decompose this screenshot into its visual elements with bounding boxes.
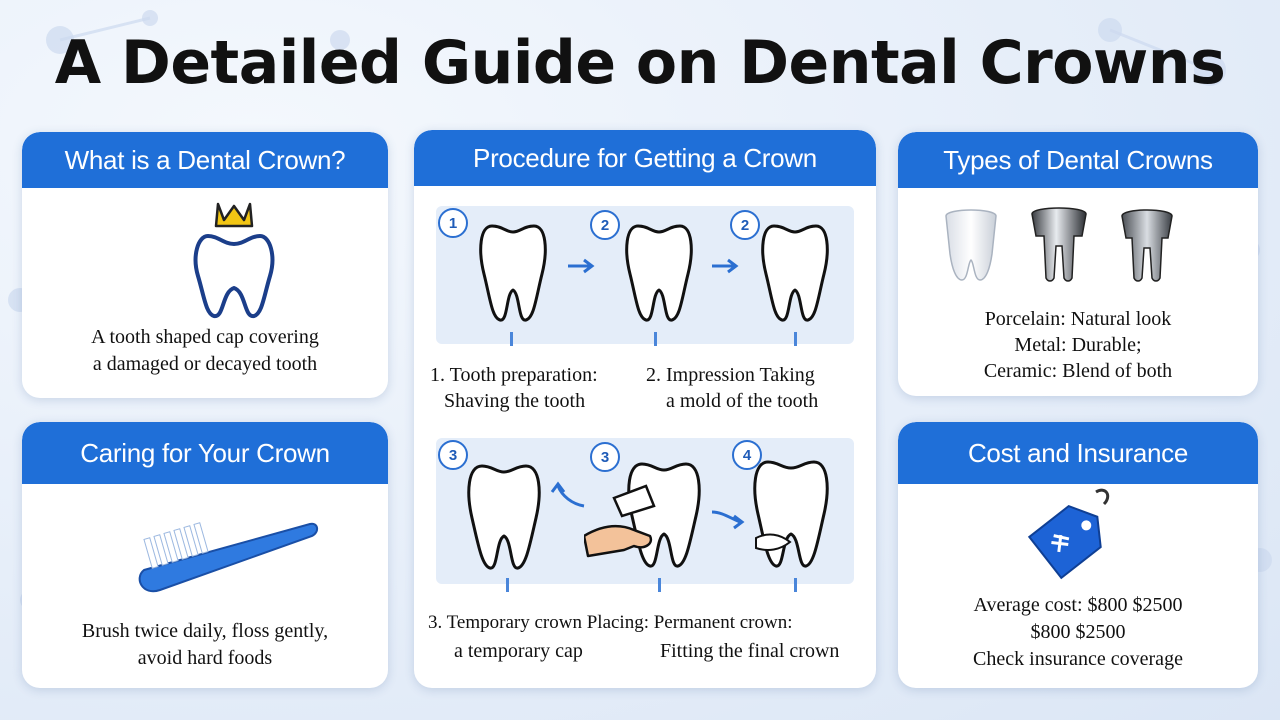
caring-line1: Brush twice daily, floss gently, <box>81 620 329 642</box>
types-ceramic: Ceramic: Blend of both <box>983 360 1173 382</box>
tooth-final-icon <box>753 460 829 568</box>
toothbrush-icon <box>138 522 318 593</box>
caring-heading: Caring for Your Crown <box>22 422 388 484</box>
step2-line1: 2. Impression Taking <box>646 364 815 386</box>
tooth-placing-icon <box>584 462 701 568</box>
porcelain-crown-icon <box>945 209 997 281</box>
caring-card: Caring for Your Crown Brush twice daily,… <box>22 422 388 688</box>
connector-tick <box>654 332 657 346</box>
arrow-right-icon <box>568 258 595 274</box>
types-metal: Metal: Durable; <box>1014 334 1142 356</box>
types-heading: Types of Dental Crowns <box>898 132 1258 188</box>
types-card: Types of Dental Crowns Porcelain: Natura… <box>898 132 1258 396</box>
procedure-heading: Procedure for Getting a Crown <box>414 130 876 186</box>
cost-average: Average cost: $800 $2500 <box>973 594 1183 616</box>
what-is-crown-line1: A tooth shaped cap covering <box>91 326 319 348</box>
curved-arrow-icon <box>550 481 585 508</box>
cost-heading: Cost and Insurance <box>898 422 1258 484</box>
tooth-step2-icon <box>625 224 693 322</box>
connector-tick <box>510 332 513 346</box>
step1-line2: Shaving the tooth <box>444 390 586 412</box>
tooth-step2b-icon <box>761 224 829 322</box>
caring-line2: avoid hard foods <box>137 647 273 669</box>
price-tag-icon <box>1027 488 1110 580</box>
cost-range: $800 $2500 <box>1030 621 1126 643</box>
metal-crown-icon <box>1031 207 1087 282</box>
page-title: A Detailed Guide on Dental Crowns <box>54 28 1226 98</box>
cost-insurance: Check insurance coverage <box>973 648 1183 670</box>
step-badge-1: 1 <box>438 208 468 238</box>
connector-tick <box>506 578 509 592</box>
connector-tick <box>658 578 661 592</box>
what-is-crown-card: What is a Dental Crown? A tooth shaped c… <box>22 132 388 398</box>
ceramic-crown-icon <box>1121 209 1173 282</box>
cost-card: Cost and Insurance Average cost: $800 $2… <box>898 422 1258 688</box>
arrow-right-icon-3 <box>711 510 745 530</box>
step-badge-3: 3 <box>438 440 468 470</box>
step2-line2: a mold of the tooth <box>666 390 819 412</box>
step3-line2a: a temporary cap <box>454 640 583 662</box>
step3-line2b: Fitting the final crown <box>660 640 840 662</box>
procedure-card: Procedure for Getting a Crown 1 2 2 1. T… <box>414 130 876 688</box>
step-badge-2: 2 <box>590 210 620 240</box>
step-badge-2b: 2 <box>730 210 760 240</box>
tooth-step3-icon <box>467 464 541 570</box>
tooth-step1-icon <box>479 224 547 322</box>
types-porcelain: Porcelain: Natural look <box>984 308 1172 330</box>
step-badge-4: 4 <box>732 440 762 470</box>
step3-line1: 3. Temporary crown Placing: Permanent cr… <box>428 612 793 633</box>
what-is-crown-line2: a damaged or decayed tooth <box>92 353 318 375</box>
step-badge-3b: 3 <box>590 442 620 472</box>
what-is-crown-heading: What is a Dental Crown? <box>22 132 388 188</box>
connector-tick <box>794 332 797 346</box>
crowned-tooth-icon <box>193 202 275 318</box>
arrow-right-icon-2 <box>712 258 739 274</box>
step1-line1: 1. Tooth preparation: <box>430 364 598 386</box>
connector-tick <box>794 578 797 592</box>
